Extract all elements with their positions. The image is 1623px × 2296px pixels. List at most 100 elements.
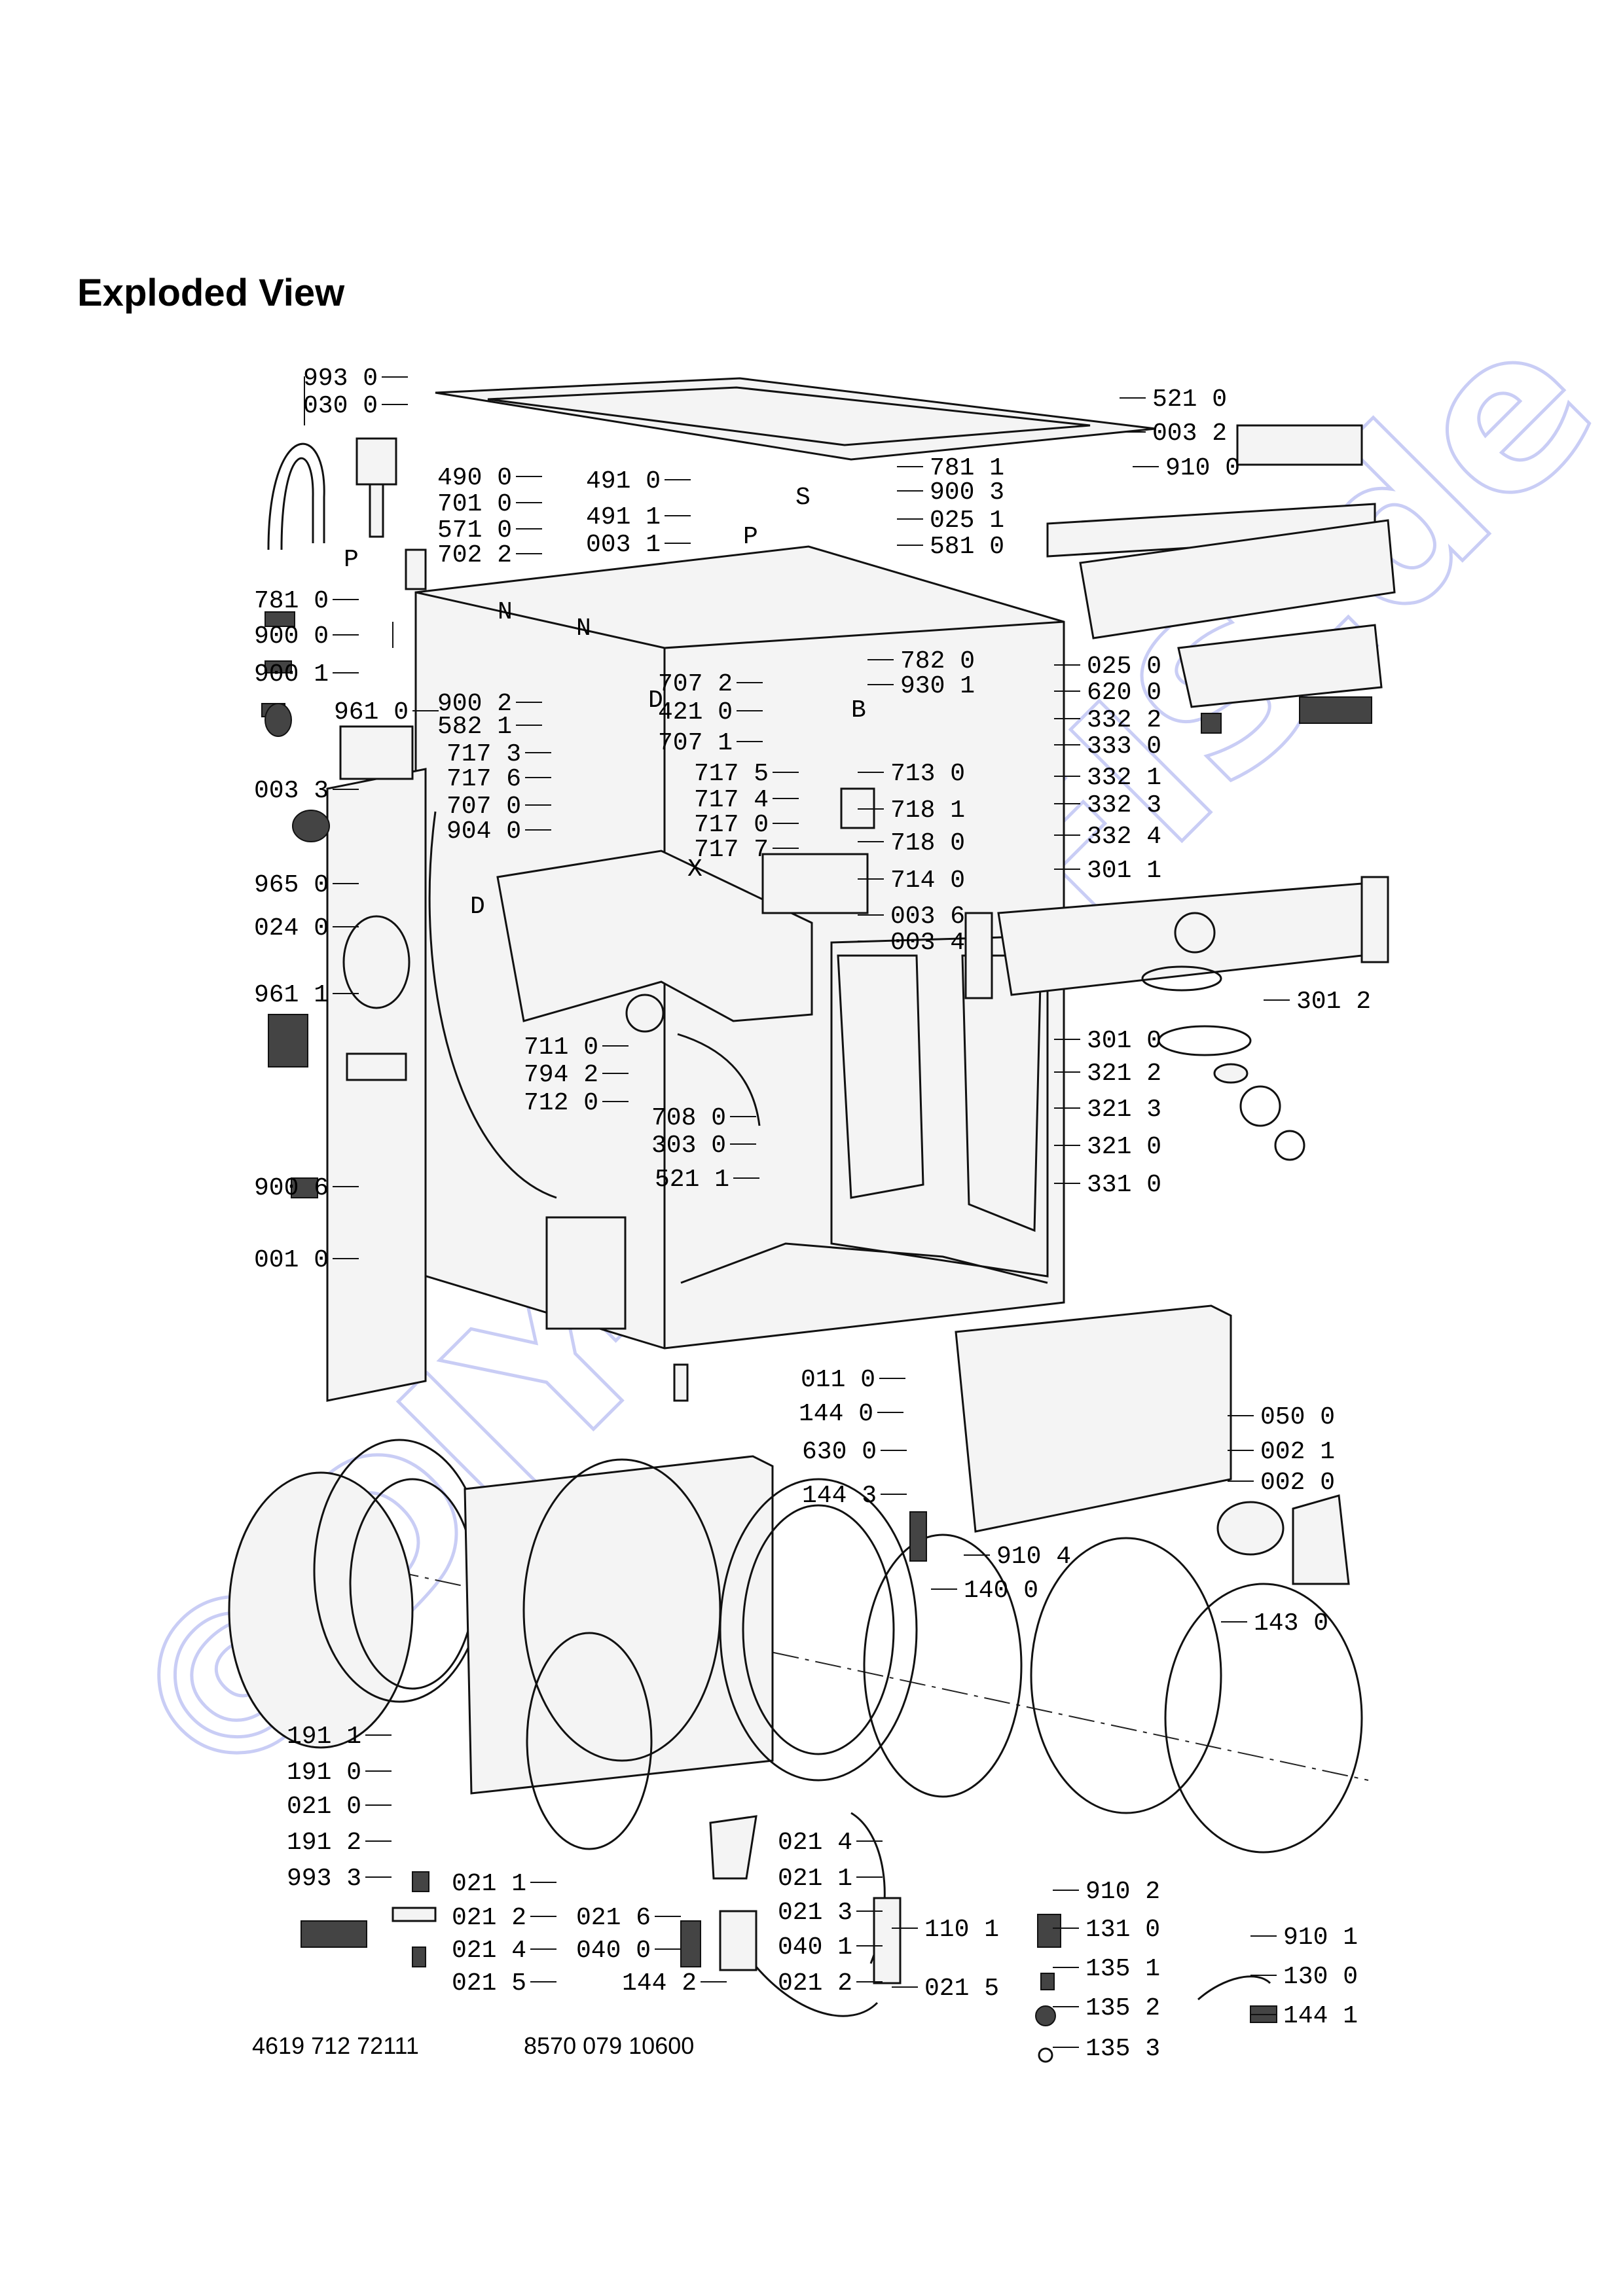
part-callout-label: 021 5 [924,1975,999,2003]
part-callout-label: 332 2 [1087,706,1161,734]
footer-part-code: 8570 079 10600 [524,2032,694,2059]
part-callout-label: 135 3 [1085,2035,1160,2063]
door-lock-part [268,1014,308,1067]
part-callout-label: 707 1 [658,729,733,757]
part-callout-label: 144 3 [802,1482,877,1510]
knob-part [1201,713,1222,734]
part-callout-label: 191 0 [287,1759,361,1787]
reference-letter: D [470,893,485,921]
hinge-630 [909,1511,927,1562]
part-callout-label: 707 2 [658,670,733,698]
part-callout-label: 718 1 [890,797,965,825]
part-321-3 [1213,1063,1249,1084]
part-callout-label: 003 2 [1152,420,1227,448]
reference-letter: D [648,687,663,715]
part-callout-label: 301 0 [1087,1027,1161,1055]
part-callout-label: 717 5 [694,760,769,788]
part-callout-label: 024 0 [254,914,329,942]
part-callout-label: 021 1 [778,1865,852,1893]
part-135-1 [1040,1973,1055,1990]
reference-letter: P [344,546,359,574]
part-callout-label: 702 2 [437,541,512,569]
part-callout-label: 003 4 [890,929,965,957]
part-021-2 [755,1966,879,2017]
part-135-2 [1035,2005,1056,2026]
part-callout-label: 717 7 [694,836,769,864]
part-callout-label: 781 0 [254,587,329,615]
part-callout-label: 491 1 [586,503,661,531]
part-callout-label: 717 0 [694,811,769,839]
part-callout-label: 140 0 [964,1577,1038,1605]
part-callout-label: 900 1 [254,660,329,689]
part-callout-label: 717 3 [447,740,521,768]
part-callout-label: 421 0 [658,698,733,726]
part-021-4 [709,1815,757,1880]
part-191-1 [228,1471,414,1749]
part-callout-label: 025 0 [1087,653,1161,681]
part-callout-label: 144 2 [622,1969,697,1998]
part-040-0 [680,1920,701,1967]
part-callout-label: 581 0 [930,533,1004,561]
part-callout-label: 571 0 [437,516,512,545]
part-130-0 [1197,1975,1271,2001]
part-callout-label: 782 0 [900,647,975,675]
part-callout-label: 002 1 [1260,1438,1335,1466]
reference-letter: X [687,855,702,884]
part-callout-label: 021 2 [452,1904,526,1932]
part-callout-label: 143 0 [1254,1609,1328,1638]
part-callout-label: 794 2 [524,1061,598,1089]
leader-lines [333,376,1290,2048]
part-callout-label: 713 0 [890,760,965,788]
top-lid [435,377,1156,461]
part-callout-label: 003 6 [890,903,965,931]
part-callout-label: 001 0 [254,1246,329,1274]
part-callout-label: 021 0 [287,1793,361,1821]
part-callout-label: 301 1 [1087,857,1161,885]
part-callout-label: 321 0 [1087,1133,1161,1161]
part-callout-label: 130 0 [1283,1963,1358,1991]
part-callout-label: 900 0 [254,622,329,651]
end-cap-301-1 [964,912,993,999]
part-callout-label: 900 3 [930,478,1004,507]
part-callout-label: 781 1 [930,454,1004,482]
door-frame-144 [719,1478,918,1782]
part-135-3 [1038,2047,1053,2063]
part-callout-label: 030 0 [303,392,378,420]
board-620 [1177,624,1383,708]
valve-part [356,437,397,486]
part-callout-label: 910 2 [1085,1878,1160,1906]
page-title: Exploded View [77,272,345,314]
door-frame-inner [742,1504,895,1755]
part-callout-label: 910 1 [1283,1924,1358,1952]
part-callout-label: 301 2 [1296,988,1371,1016]
socket-part [264,703,292,737]
part-callout-label: 021 5 [452,1969,526,1998]
part-321-2 [1158,1025,1252,1056]
part-callout-label: 712 0 [524,1089,598,1117]
part-callout-label: 040 1 [778,1933,852,1962]
part-callout-label: 021 6 [576,1904,651,1932]
foot-011 [673,1363,689,1402]
part-callout-label: 021 3 [778,1899,852,1927]
part-callout-label: 904 0 [447,817,521,846]
part-callout-label: 717 4 [694,786,769,814]
part-021-2b [392,1907,437,1922]
door-glass [1164,1583,1363,1854]
part-021-1b [412,1871,429,1892]
part-callout-label: 332 4 [1087,823,1161,851]
inlet-hose [267,442,325,550]
part-021-3 [719,1910,757,1971]
part-callout-label: 191 1 [287,1723,361,1751]
grommet-part [292,810,330,842]
part-callout-label: 708 0 [651,1104,726,1132]
valve-stem [369,483,384,538]
reference-letter: B [851,696,866,725]
end-cap-301-2 [1360,876,1389,963]
reference-letter: P [743,523,758,551]
part-callout-label: 900 6 [254,1174,329,1202]
part-callout-label: 491 0 [586,467,661,495]
part-callout-label: 332 3 [1087,791,1161,819]
